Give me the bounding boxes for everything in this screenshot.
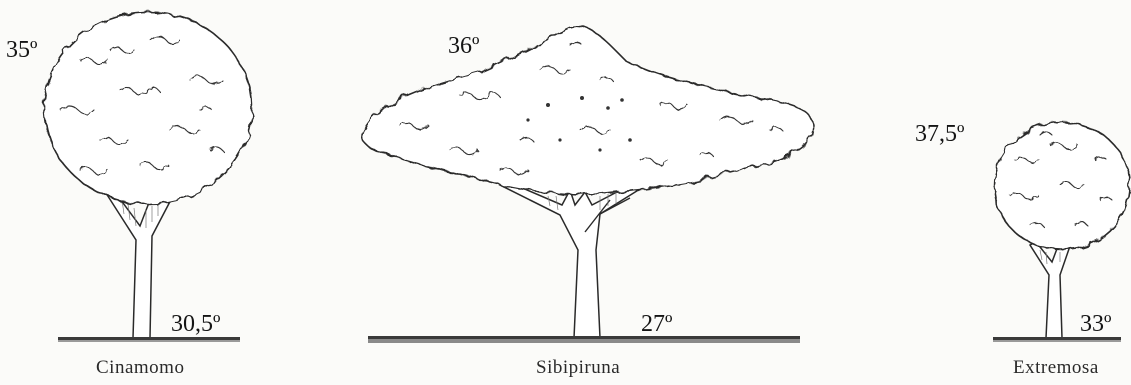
extremosa-ground-temperature: 33º — [1080, 312, 1111, 336]
sibipiruna-canopy-temperature: 36º — [448, 34, 479, 58]
cinamomo-canopy-temperature: 35º — [6, 38, 37, 62]
extremosa-tree — [993, 122, 1130, 342]
extremosa-canopy-temperature: 37,5º — [915, 122, 964, 146]
cinamomo-ground-temperature: 30,5º — [171, 312, 220, 336]
cinamomo-label: Cinamomo — [96, 358, 184, 377]
sibipiruna-label: Sibipiruna — [536, 358, 620, 377]
sibipiruna-tree — [362, 27, 813, 343]
cinamomo-tree — [44, 12, 252, 342]
sibipiruna-ground-temperature: 27º — [641, 312, 672, 336]
extremosa-label: Extremosa — [1013, 358, 1099, 377]
